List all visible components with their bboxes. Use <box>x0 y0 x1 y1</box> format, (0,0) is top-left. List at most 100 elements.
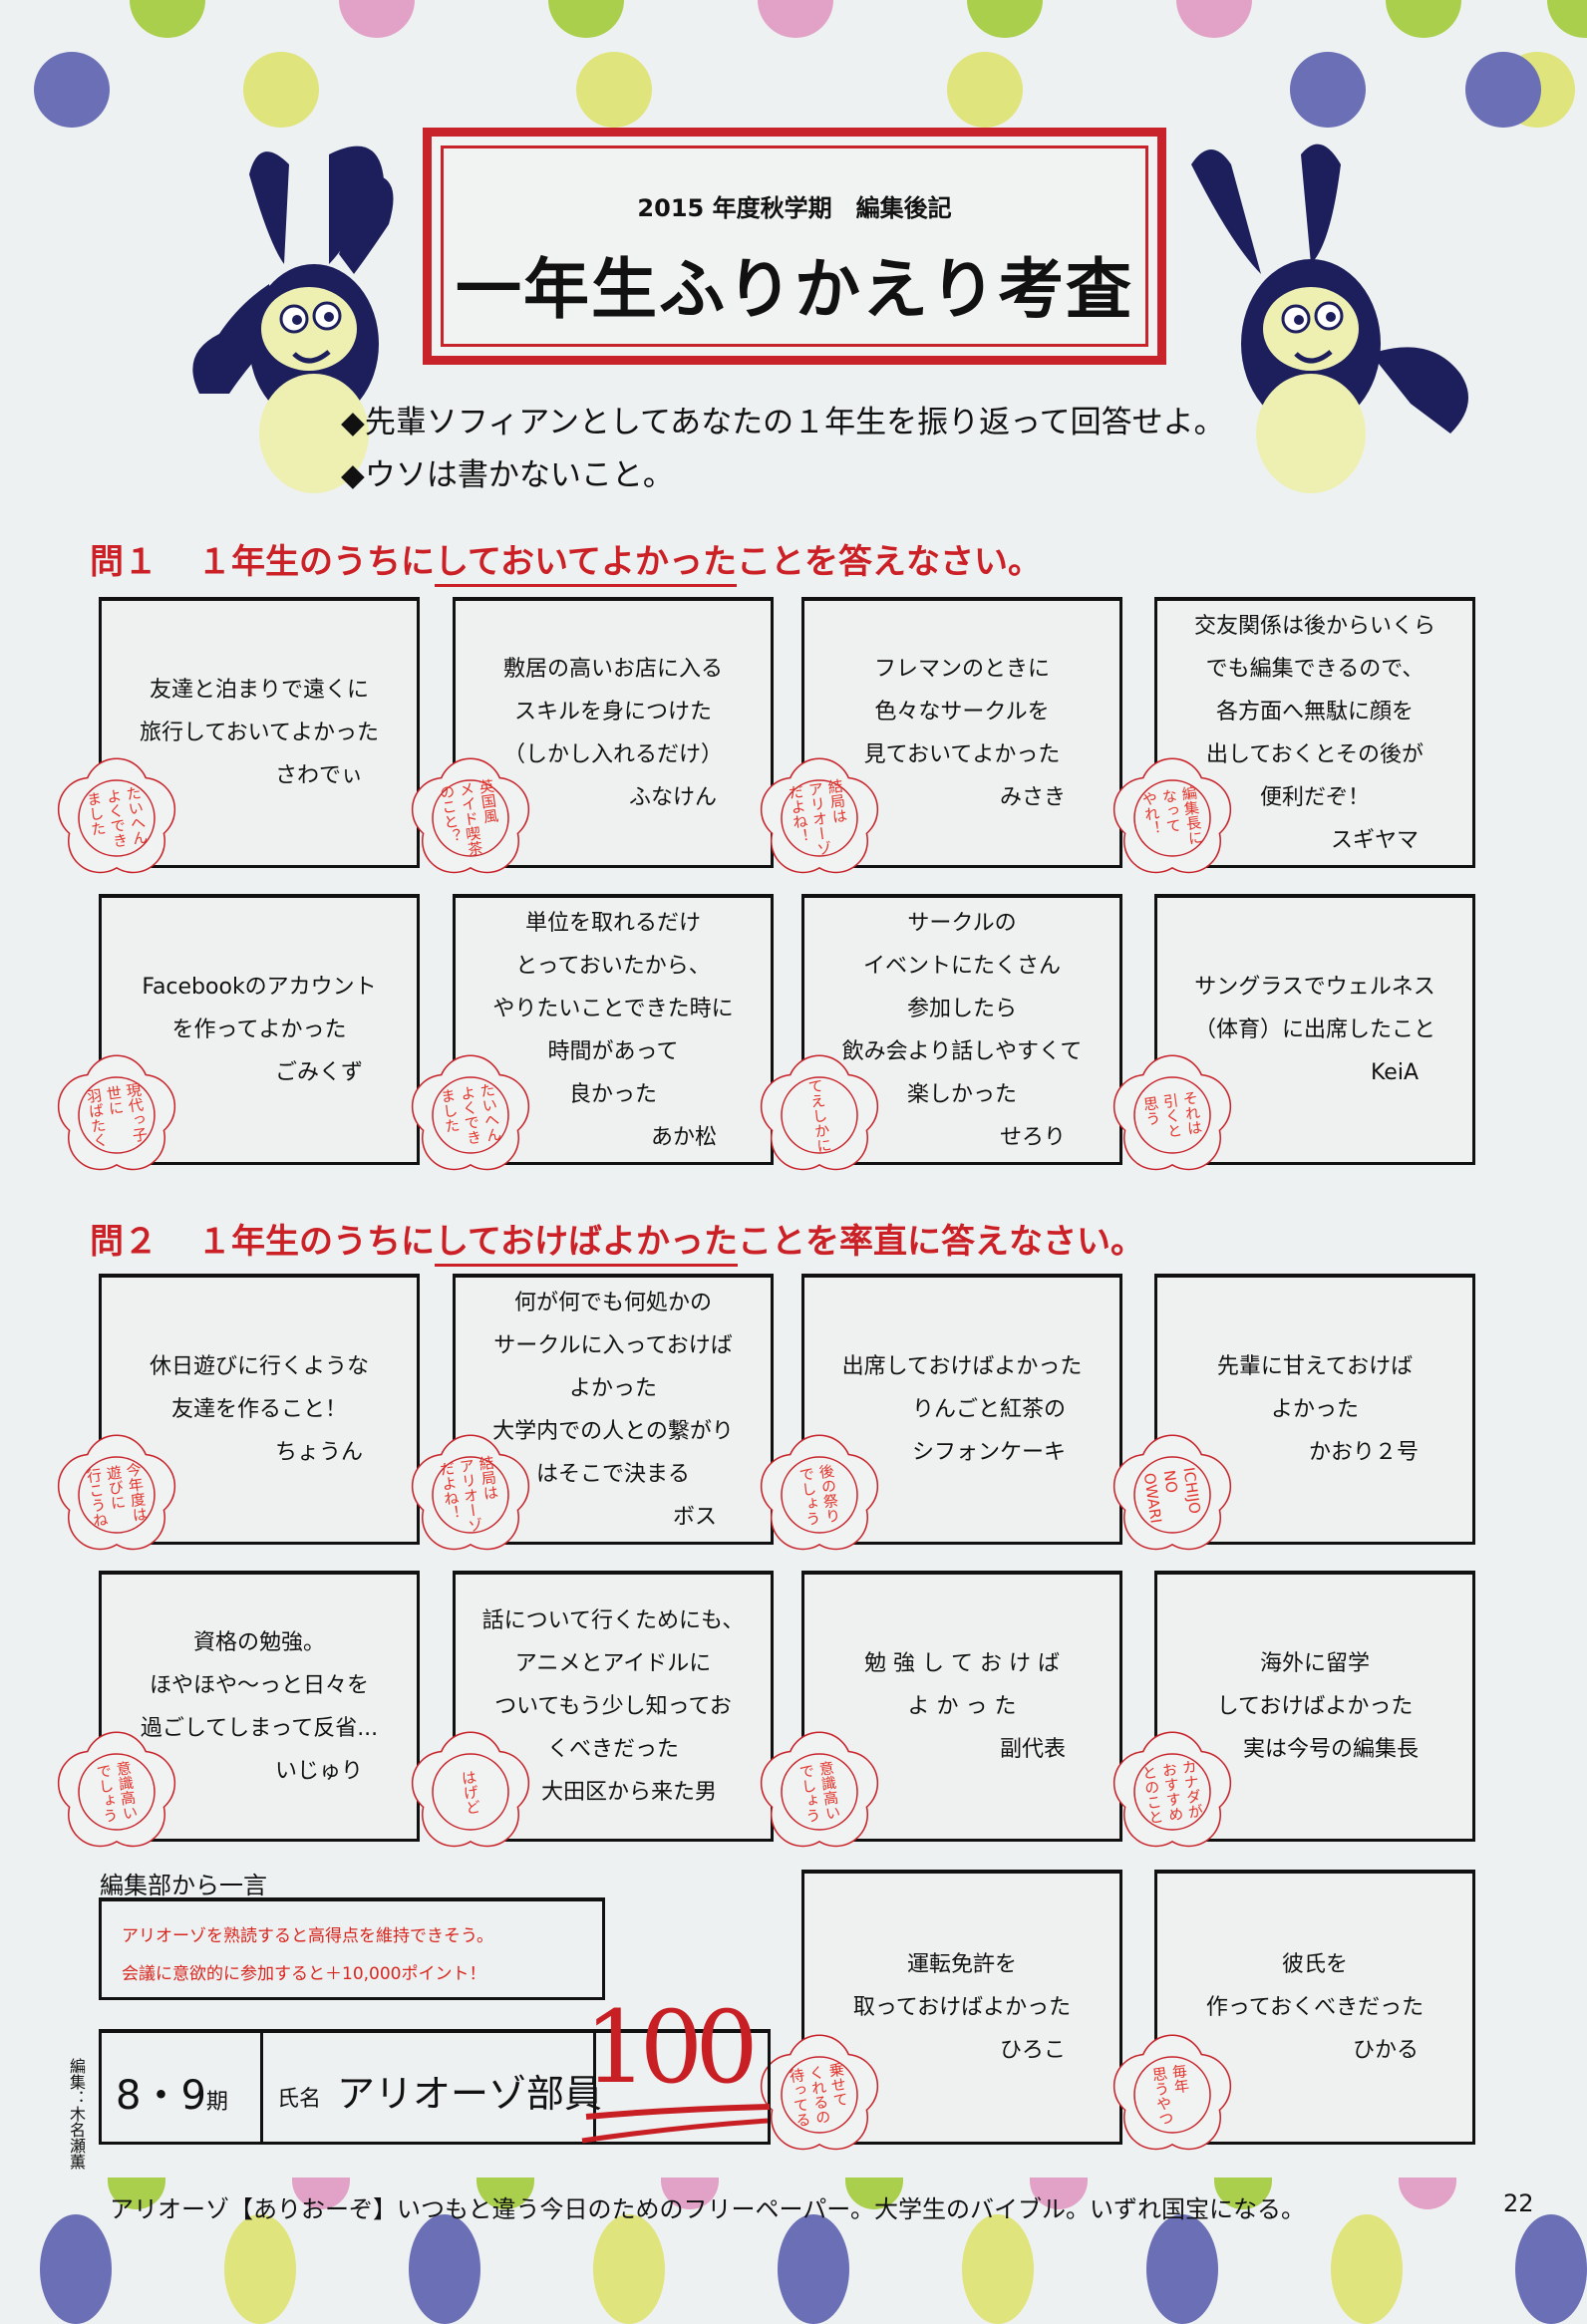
polka-dot <box>34 52 110 128</box>
comment-line: 会議に意欲的に参加すると＋10,000ポイント！ <box>122 1964 486 1984</box>
answer-line: くべきだった <box>546 1737 679 1762</box>
q1-answer-card: Facebookのアカウントを作ってよかったごみくず <box>99 894 420 1165</box>
sakura-stamp: カナダが おすすめ とのこと <box>1111 1730 1234 1854</box>
q2-answer-card: 資格の勉強。ほやほや～っと日々を過ごしてしまって反省...いじゅり <box>99 1571 420 1842</box>
stamp-comment: 編集長に なって やれ！ <box>1139 784 1205 847</box>
answer-line: （しかし入れるだけ） <box>502 741 723 767</box>
answer-author: スギヤマ <box>1330 827 1419 853</box>
answer-line: やりたいことできた時に <box>492 996 734 1021</box>
polka-dot <box>40 2214 112 2324</box>
stamp-comment: 後の祭り でしょう <box>796 1462 842 1528</box>
answer-author: かおり２号 <box>1308 1440 1419 1465</box>
answer-line: しておけばよかった <box>1216 1694 1414 1719</box>
answer-author: ひろこ <box>999 2038 1066 2063</box>
stamp-comment: カナダが おすすめ とのこと <box>1139 1758 1205 1826</box>
sakura-stamp: 毎年 思うやつ <box>1111 2033 1234 2157</box>
answer-line: よかった <box>568 1375 657 1401</box>
polka-dot <box>339 0 415 38</box>
name-label: 氏名 <box>277 2087 322 2112</box>
sakura-stamp: 意識高い でしょう <box>758 1730 881 1854</box>
comment-label: 編集部から一言 <box>100 1872 267 1899</box>
answer-line: 見ておいてよかった <box>863 741 1061 767</box>
stamp-comment: 意識高い でしょう <box>94 1759 140 1825</box>
stamp-comment: それは 引くと 思う <box>1140 1088 1204 1139</box>
polka-dot <box>962 2214 1034 2324</box>
answer-line: はそこで決まる <box>535 1461 690 1487</box>
answer-line: よ か っ た <box>907 1694 1017 1719</box>
answer-line: 参加したら <box>906 996 1017 1021</box>
sakura-stamp: 乗せて くれるの 待ってる <box>758 2033 881 2157</box>
sakura-stamp: 意識高い でしょう <box>55 1730 178 1854</box>
answer-line: Facebookのアカウント <box>142 975 377 1000</box>
answer-line: フレマンのときに <box>873 656 1050 682</box>
answer-line: 出席しておけばよかった <box>841 1354 1083 1379</box>
sakura-stamp: 今年度は 遊びに 行こうね <box>55 1433 178 1557</box>
stamp-comment: たいへん よくでき ました <box>84 784 150 849</box>
page-number: 22 <box>1503 2189 1534 2217</box>
instruction-1: ◆先輩ソフィアンとしてあなたの１年生を振り返って回答せよ。 <box>341 405 1225 440</box>
page-title: 一年生ふりかえり考査 <box>456 251 1133 328</box>
stamp-comment: 結局は アリオーゾ だよね！ <box>786 776 849 857</box>
answer-author: みさき <box>999 784 1066 810</box>
answer-line: 交友関係は後からいくら <box>1193 613 1435 639</box>
answer-line: 時間があって <box>547 1038 679 1064</box>
title-frame: 2015 年度秋学期 編集後記 一年生ふりかえり考査 <box>423 128 1166 365</box>
answer-line: 良かった <box>568 1081 657 1107</box>
polka-dot <box>409 2214 480 2324</box>
answer-line: 海外に留学 <box>1259 1651 1370 1676</box>
answer-line: 友達と泊まりで遠くに <box>149 678 369 703</box>
answer-line: を作ってよかった <box>171 1017 347 1042</box>
sakura-stamp: 後の祭り でしょう <box>758 1433 881 1557</box>
stamp-comment: はげど <box>458 1768 483 1816</box>
sakura-stamp: それは 引くと 思う <box>1111 1053 1234 1177</box>
answer-line: 旅行しておいてよかった <box>139 721 380 745</box>
term: 8・9期 <box>116 2073 228 2119</box>
answer-line: 便利だぞ！ <box>1259 784 1370 810</box>
sakura-stamp: はげど <box>409 1730 532 1854</box>
polka-dot <box>1465 52 1541 128</box>
subtitle: 2015 年度秋学期 編集後記 <box>637 194 952 222</box>
stamp-comment: 毎年 思うやつ <box>1149 2062 1191 2128</box>
answer-line: 作っておくべきだった <box>1205 1995 1425 2020</box>
answer-author: シフォンケーキ <box>911 1440 1066 1465</box>
sakura-stamp: 編集長に なって やれ！ <box>1111 756 1234 880</box>
sakura-stamp: 結局は アリオーゾ だよね！ <box>758 756 881 880</box>
answer-author: せろり <box>999 1124 1066 1150</box>
editor-comment-box: アリオーゾを熟読すると高得点を維持できそう。 会議に意欲的に参加すると＋10,0… <box>99 1897 605 2000</box>
answer-line: 出しておくとその後が <box>1205 741 1425 767</box>
polka-dot <box>1176 0 1252 38</box>
stamp-comment: 意識高い でしょう <box>796 1759 842 1825</box>
sakura-stamp: 結局は アリオーゾ だよね！ <box>409 1433 532 1557</box>
answer-line: 単位を取れるだけ <box>524 910 701 936</box>
answer-line: スキルを身につけた <box>513 699 712 725</box>
polka-dot <box>1547 0 1587 38</box>
sakura-stamp: たいへん よくでき ました <box>409 1053 532 1177</box>
rabbit-mascot-left <box>192 145 394 493</box>
polka-dot <box>1290 52 1366 128</box>
stamp-comment: 結局は アリオーゾ だよね！ <box>437 1453 500 1534</box>
q2-answer-card: 先輩に甘えておけばよかったかおり２号 <box>1154 1274 1475 1545</box>
answer-line: 何が何でも何処かの <box>513 1290 712 1315</box>
answer-author: ひかる <box>1352 2038 1419 2063</box>
answer-line: サングラスでウェルネス <box>1194 975 1435 1000</box>
polka-dot <box>1331 2214 1403 2324</box>
stamp-comment: 英国風 メイド喫茶 のこと？ <box>437 776 500 857</box>
sakura-stamp: ICHIJO NO OWARI <box>1111 1433 1234 1557</box>
stamp-comment: ICHIJO NO OWARI <box>1139 1465 1204 1525</box>
answer-line: ついてもう少し知ってお <box>494 1694 732 1719</box>
instruction-2: ◆ウソは書かないこと。 <box>341 457 674 493</box>
answer-line: 勉 強 し て お け ば <box>864 1651 1060 1676</box>
answer-author: ボス <box>672 1504 717 1530</box>
q1-answer-card: 友達と泊まりで遠くに旅行しておいてよかったさわでぃ <box>99 597 420 868</box>
polka-dot <box>758 0 833 38</box>
sakura-stamp: てえしかに <box>758 1053 881 1177</box>
answer-line: 友達を作ること！ <box>170 1397 347 1422</box>
rabbit-mascot-right <box>1191 144 1468 493</box>
polka-dot <box>1399 2178 1456 2209</box>
polka-dot <box>576 52 652 128</box>
answer-line: 取っておけばよかった <box>852 1995 1072 2020</box>
polka-dot <box>778 2214 849 2324</box>
